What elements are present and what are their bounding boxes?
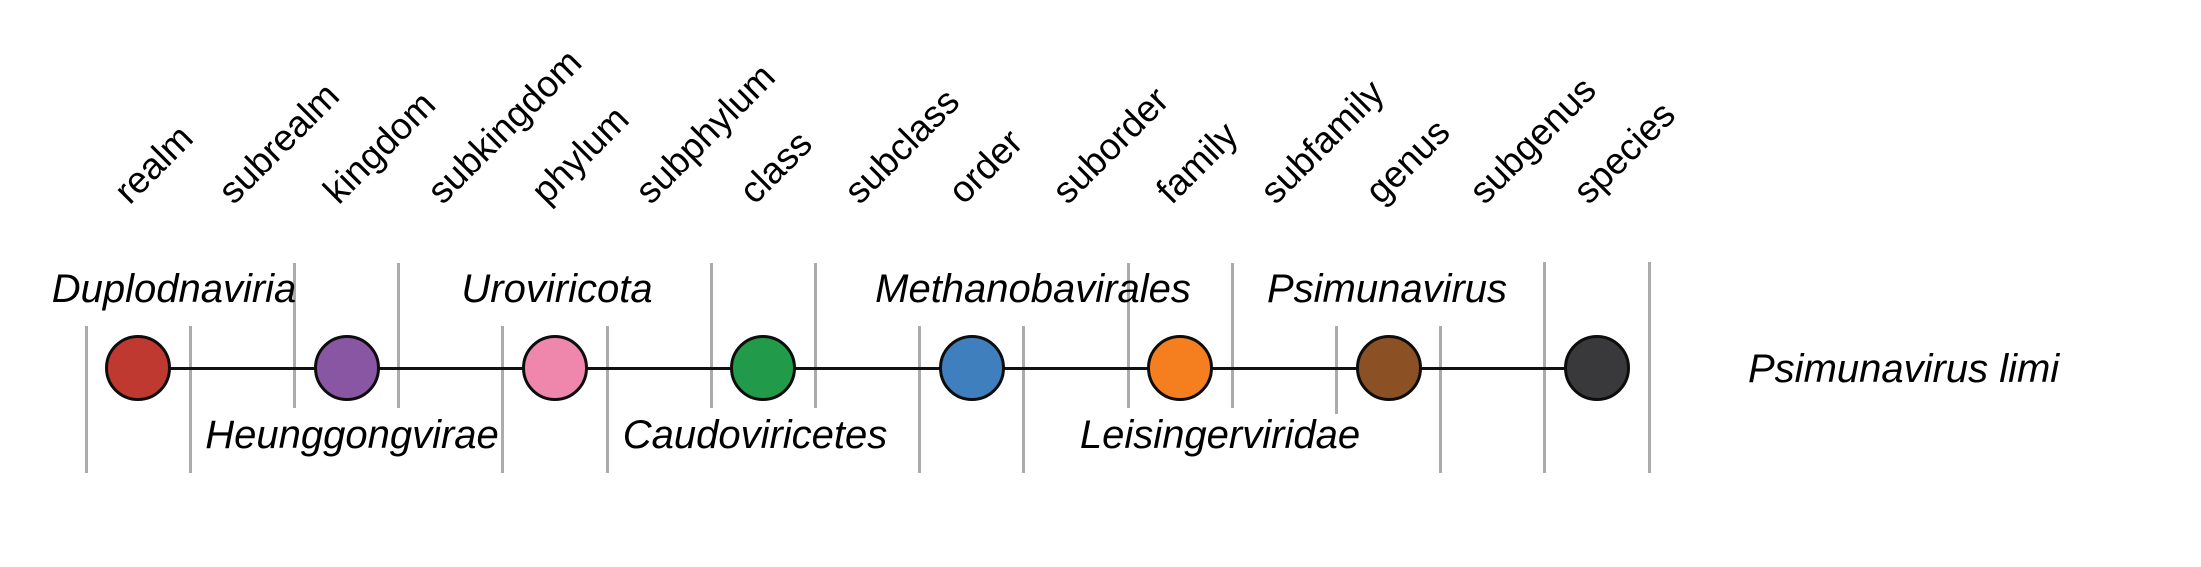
taxon-label-methanobavirales: Methanobavirales xyxy=(875,267,1191,311)
rank-separator-tick xyxy=(1334,326,1338,414)
rank-label-class: class xyxy=(731,122,821,212)
rank-separator-tick xyxy=(1647,262,1651,473)
rank-label-realm: realm xyxy=(106,116,201,212)
rank-separator-tick xyxy=(1022,326,1026,473)
taxon-label-uroviricota: Uroviricota xyxy=(461,267,653,311)
rank-label-subclass: subclass xyxy=(835,80,967,212)
rank-separator-tick xyxy=(605,326,609,473)
rank-separator-tick xyxy=(1230,263,1234,408)
taxon-label-duplodnaviria: Duplodnaviria xyxy=(51,267,297,311)
rank-separator-tick xyxy=(188,326,192,473)
rank-label-genus: genus xyxy=(1356,111,1458,212)
species-name-label: Psimunavirus limi xyxy=(1748,347,2060,391)
rank-node-class xyxy=(730,335,797,401)
rank-node-kingdom xyxy=(313,335,380,401)
rank-separator-tick xyxy=(84,326,88,473)
rank-node-order xyxy=(938,335,1005,401)
rank-label-order: order xyxy=(939,121,1031,212)
rank-separator-tick xyxy=(1439,326,1443,473)
rank-node-family xyxy=(1147,335,1214,401)
rank-separator-tick xyxy=(397,263,401,408)
taxon-label-caudoviricetes: Caudoviricetes xyxy=(622,413,888,457)
rank-label-family: family xyxy=(1148,113,1246,212)
lineage-axis-line xyxy=(138,366,1597,370)
rank-node-species xyxy=(1563,335,1630,401)
rank-node-genus xyxy=(1355,335,1422,401)
rank-node-phylum xyxy=(521,335,588,401)
rank-separator-tick xyxy=(292,263,296,408)
rank-separator-tick xyxy=(918,326,922,473)
rank-node-realm xyxy=(105,335,172,401)
taxon-label-heunggongvirae: Heunggongvirae xyxy=(205,413,499,457)
rank-separator-tick xyxy=(1126,263,1130,408)
taxon-label-psimunavirus: Psimunavirus xyxy=(1266,267,1508,311)
taxon-label-leisingerviridae: Leisingerviridae xyxy=(1079,413,1361,457)
rank-separator-tick xyxy=(813,263,817,408)
rank-separator-tick xyxy=(709,263,713,408)
rank-separator-tick xyxy=(501,326,505,473)
